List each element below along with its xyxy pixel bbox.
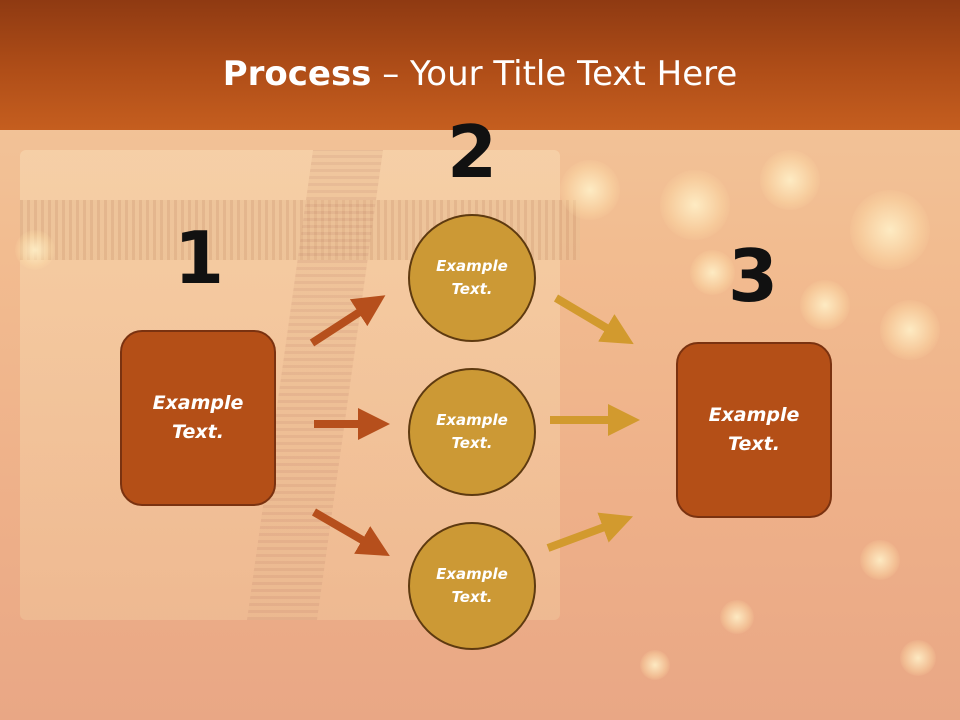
step-number-3: 3 [727, 234, 779, 318]
step-number-2: 2 [446, 110, 498, 194]
bokeh-light [720, 600, 754, 634]
bokeh-light [560, 160, 620, 220]
circle-middle-label: Example Text. [436, 411, 508, 452]
title-bold: Process [222, 54, 372, 94]
bokeh-light [850, 190, 930, 270]
step-number-1: 1 [173, 216, 225, 300]
arrow-1-to-circle-top [309, 295, 386, 347]
slide-title[interactable]: Process – Your Title Text Here [0, 52, 960, 96]
arrow-1-to-circle-bottom [311, 508, 390, 557]
title-rest: – Your Title Text Here [371, 54, 738, 94]
bokeh-light [15, 230, 55, 270]
arrow-circle-top-to-3 [553, 294, 634, 345]
step-box-1-label: Example Text. [152, 392, 244, 443]
bokeh-light [860, 540, 900, 580]
bokeh-light [900, 640, 936, 676]
arrow-circle-bottom-to-3 [546, 512, 633, 552]
circle-bottom-label: Example Text. [436, 565, 508, 606]
step-box-3-label: Example Text. [708, 404, 800, 455]
bokeh-light [800, 280, 850, 330]
circle-middle[interactable]: Example Text. [408, 368, 536, 496]
bokeh-light [760, 150, 820, 210]
step-box-3[interactable]: Example Text. [676, 342, 832, 518]
header-band [0, 0, 960, 130]
bokeh-light [640, 650, 670, 680]
step-box-1[interactable]: Example Text. [120, 330, 276, 506]
bokeh-light [660, 170, 730, 240]
bokeh-light [880, 300, 940, 360]
circle-top[interactable]: Example Text. [408, 214, 536, 342]
circle-bottom[interactable]: Example Text. [408, 522, 536, 650]
circle-top-label: Example Text. [436, 257, 508, 298]
bokeh-light [690, 250, 735, 295]
